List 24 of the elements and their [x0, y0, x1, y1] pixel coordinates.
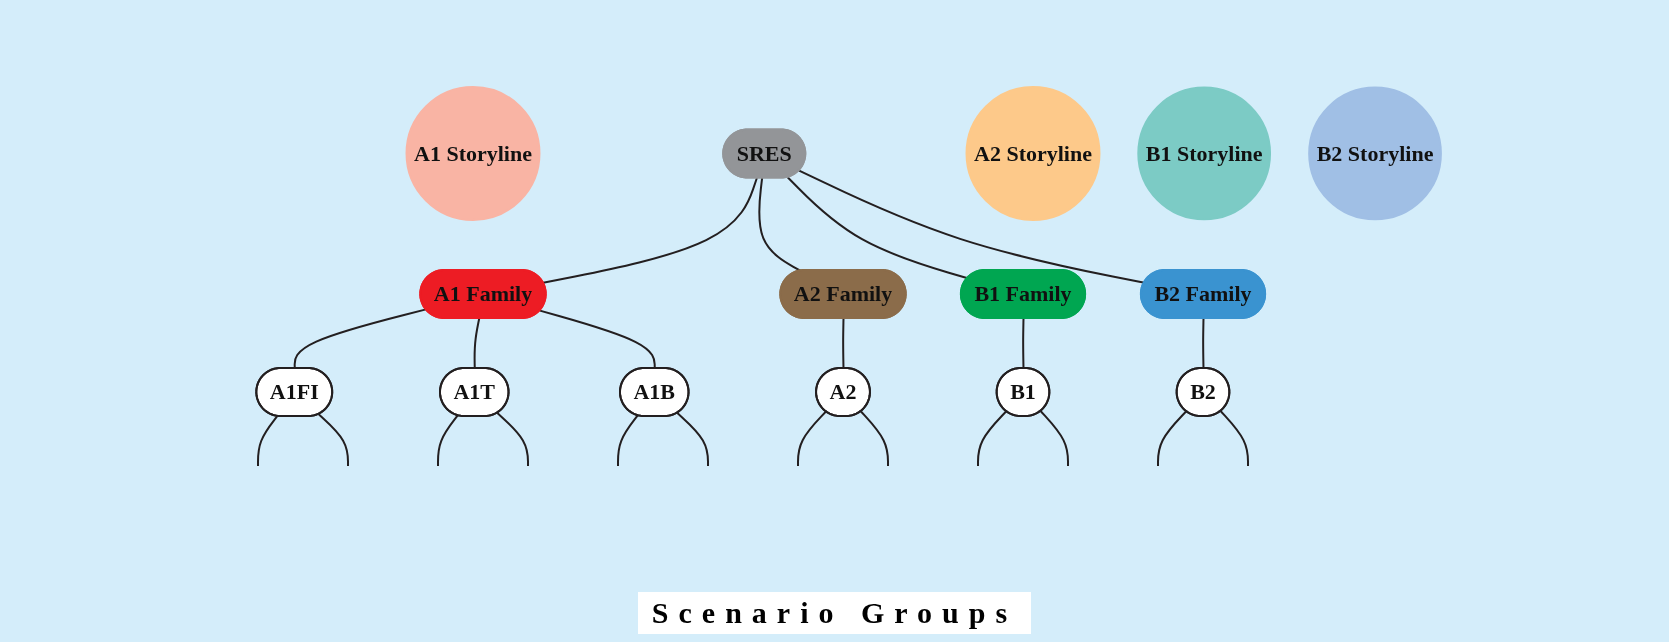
connector [1202, 316, 1205, 369]
node-circle: B2 Storyline [1308, 86, 1442, 220]
connector [1039, 409, 1070, 467]
connector [1157, 409, 1188, 467]
connector [617, 414, 639, 467]
connector [860, 410, 890, 467]
node-circle: A2 Storyline [965, 85, 1101, 221]
connector [1219, 409, 1250, 467]
connector [257, 414, 279, 467]
node-circle: A1 Storyline [405, 85, 541, 221]
connector [496, 411, 530, 467]
connector [317, 412, 350, 467]
node-circle: B1 Storyline [1137, 86, 1272, 220]
connector [798, 169, 1146, 284]
connector [797, 410, 828, 467]
band-label: Scenario Groups [637, 592, 1032, 634]
connector [676, 411, 710, 467]
connector [977, 409, 1008, 467]
connector [473, 316, 481, 369]
connector [842, 316, 845, 369]
connector [437, 414, 459, 467]
connector [539, 309, 656, 369]
connector [1022, 316, 1025, 369]
connector [758, 176, 802, 272]
